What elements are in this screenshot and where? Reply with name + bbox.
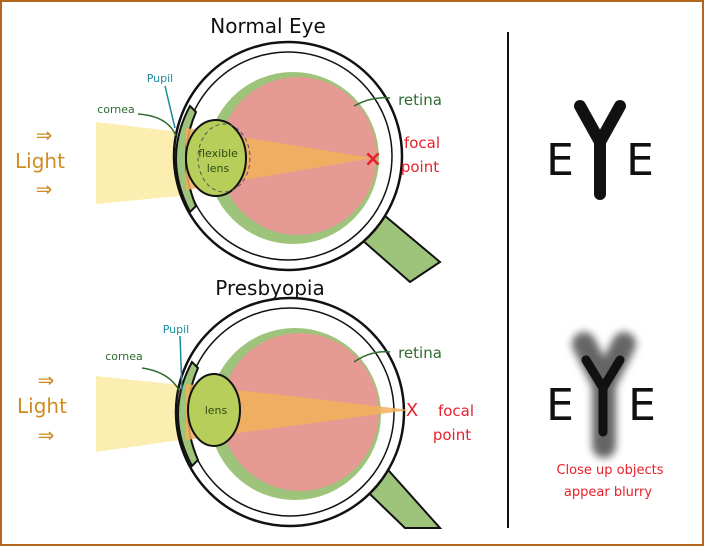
presbyopia-retina-label: retina (398, 344, 442, 362)
blurry-caption-line-2: appear blurry (564, 485, 652, 500)
presbyopia-light-label: Light (17, 394, 67, 418)
presbyopia-light-beam (96, 376, 180, 452)
presbyopia-pupil-label: Pupil (163, 323, 190, 336)
presbyopia-focal-label-1: focal (438, 402, 474, 420)
sharp-eye-letter-right: E (626, 135, 654, 186)
normal-light-arrow-bottom: ⇒ (36, 177, 53, 201)
normal-eye-title: Normal Eye (210, 14, 326, 38)
normal-light-label: Light (15, 149, 65, 173)
sharp-eye-letter-left: E (546, 135, 574, 186)
normal-light-beam (96, 122, 180, 204)
presbyopia-focal-label-2: point (433, 426, 471, 444)
blurry-caption-line-1: Close up objects (556, 463, 663, 478)
normal-retina-label: retina (398, 91, 442, 109)
presbyopia-eye-group: Presbyopia lens Pupil cornea retina X fo… (17, 276, 474, 528)
presbyopia-light-arrow-bottom: ⇒ (38, 423, 55, 447)
normal-focal-label-1: focal (404, 134, 440, 152)
presbyopia-title: Presbyopia (215, 276, 325, 300)
presbyopia-focal-mark: X (406, 400, 418, 421)
normal-focal-label-2: point (401, 158, 439, 176)
blurry-eye-word: E E (546, 344, 656, 446)
sharp-eye-y-shape (580, 106, 620, 194)
normal-cornea-label: cornea (97, 103, 135, 116)
normal-pupil-label: Pupil (147, 72, 174, 85)
blurry-eye-letter-right: E (628, 380, 656, 431)
blurry-eye-letter-left: E (546, 380, 574, 431)
normal-lens-label-2: lens (207, 162, 230, 175)
normal-lens-label-1: flexible (198, 147, 238, 160)
normal-light-arrow-top: ⇒ (36, 123, 53, 147)
normal-focal-mark: × (364, 147, 382, 172)
normal-eye-group: Normal Eye flexible lens Pupil cornea re… (15, 14, 442, 282)
presbyopia-cornea-label: cornea (105, 350, 143, 363)
presbyopia-lens-label: lens (205, 404, 228, 417)
sharp-eye-word: E E (546, 106, 654, 194)
presbyopia-light-arrow-top: ⇒ (38, 368, 55, 392)
